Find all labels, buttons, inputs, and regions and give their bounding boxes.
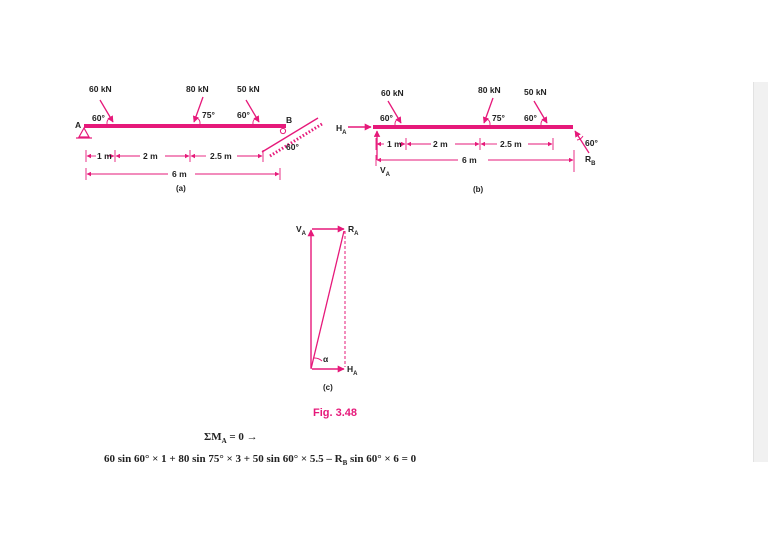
beam-a — [84, 124, 286, 128]
caption-c: (c) — [323, 383, 333, 392]
label-force-50kn: 50 kN — [237, 84, 260, 94]
beam-b — [373, 125, 573, 129]
label-angle-75: 75° — [202, 110, 215, 120]
label-point-a: A — [75, 120, 81, 130]
label-dim-2m-b: 2 m — [433, 139, 448, 149]
caption-a: (a) — [176, 184, 186, 193]
ra-diagonal — [310, 230, 345, 370]
incline-support-b — [261, 117, 319, 153]
figure-a: 60 kN 80 kN 50 kN 60° 75° 60° 60° A B 1 … — [75, 84, 323, 193]
label-angle-60: 60° — [92, 113, 105, 123]
force-arrow-50kn — [245, 99, 260, 123]
label-support-angle: 60° — [286, 142, 299, 152]
equation-moment-sum: ΣMA = 0 → — [204, 431, 258, 445]
label-angle-60b-b: 60° — [524, 113, 537, 123]
label-dim-1m: 1 m — [97, 151, 112, 161]
label-dim-2-5m: 2.5 m — [210, 151, 232, 161]
figure-b: 60 kN 80 kN 50 kN 60° 75° 60° 60° HA VA … — [336, 85, 598, 194]
force-arrow-60kn-b — [387, 100, 402, 124]
label-force-60kn-b: 60 kN — [381, 88, 404, 98]
label-ha: HA — [336, 123, 347, 136]
label-dim-1m-b: 1 m — [387, 139, 402, 149]
label-angle-60b: 60° — [237, 110, 250, 120]
label-ha-c: HA — [347, 364, 358, 377]
figure-c: VA RA HA α (c) — [296, 224, 359, 392]
force-arrow-60kn — [99, 99, 114, 123]
label-force-50kn-b: 50 kN — [524, 87, 547, 97]
label-point-b: B — [286, 115, 292, 125]
rb-arrow — [574, 130, 590, 154]
pin-support-a — [77, 126, 91, 138]
label-dim-2m: 2 m — [143, 151, 158, 161]
label-force-80kn: 80 kN — [186, 84, 209, 94]
label-angle-60-b: 60° — [380, 113, 393, 123]
label-force-60kn: 60 kN — [89, 84, 112, 94]
label-support-angle-b: 60° — [585, 138, 598, 148]
scrollbar[interactable] — [753, 82, 768, 462]
label-alpha: α — [323, 354, 329, 364]
label-va-c: VA — [296, 224, 307, 237]
label-dim-6m: 6 m — [172, 169, 187, 179]
label-dim-2-5m-b: 2.5 m — [500, 139, 522, 149]
equation-moment-expansion: 60 sin 60° × 1 + 80 sin 75° × 3 + 50 sin… — [104, 453, 417, 467]
label-dim-6m-b: 6 m — [462, 155, 477, 165]
force-arrow-50kn-b — [533, 100, 548, 124]
label-angle-75-b: 75° — [492, 113, 505, 123]
force-arrow-80kn — [192, 96, 204, 123]
label-rb: RB — [585, 154, 596, 167]
label-force-80kn-b: 80 kN — [478, 85, 501, 95]
label-va: VA — [380, 165, 391, 178]
caption-b: (b) — [473, 185, 484, 194]
force-arrow-80kn-b — [482, 97, 494, 124]
label-ra-c: RA — [348, 224, 359, 237]
figure-label: Fig. 3.48 — [313, 407, 357, 419]
